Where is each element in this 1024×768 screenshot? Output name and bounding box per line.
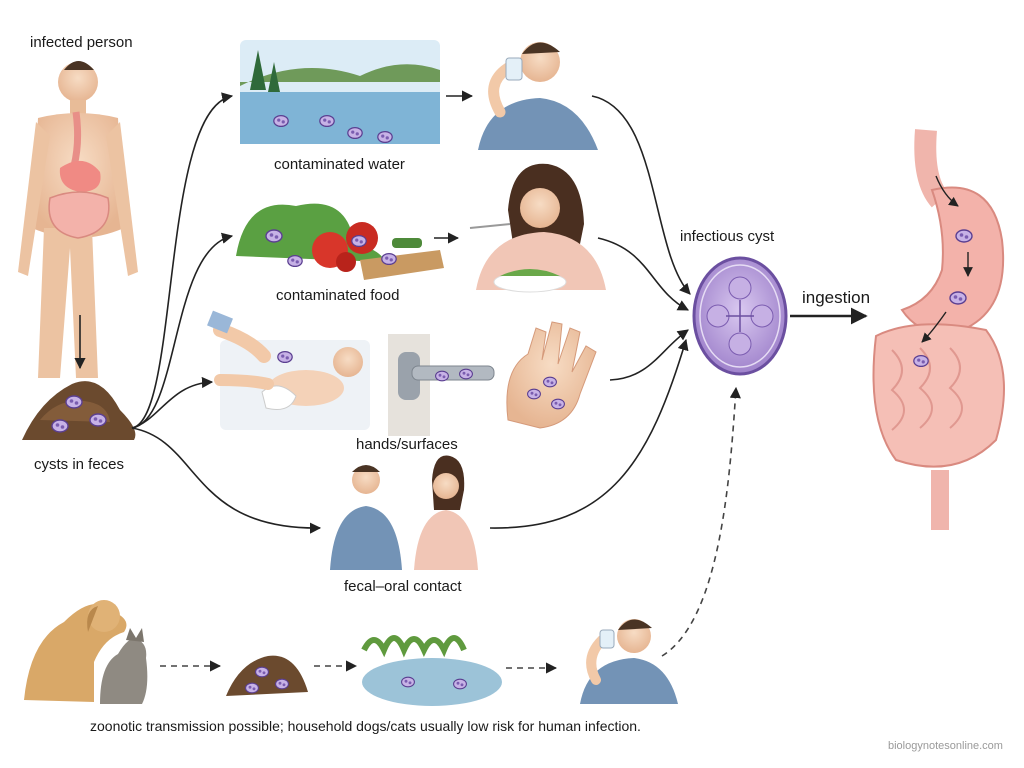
feces-pile-icon (22, 381, 136, 440)
contaminated-food-label: contaminated food (276, 287, 400, 304)
puddle-icon (361, 635, 502, 706)
couple-icon (330, 455, 478, 570)
feces-pile-icon (226, 655, 308, 696)
infectious-cyst-icon (692, 256, 788, 376)
infectious-cyst-label: infectious cyst (680, 228, 775, 245)
ingestion-label: ingestion (802, 288, 871, 307)
person-figure-icon (18, 61, 138, 378)
infected-person-label: infected person (30, 34, 133, 51)
watermark: biologynotesonline.com (888, 740, 1003, 752)
fecal-oral-contact-label: fecal–oral contact (344, 578, 462, 595)
water-scene-icon (240, 40, 440, 144)
hand-icon (506, 321, 597, 429)
zoonotic-note: zoonotic transmission possible; househol… (90, 718, 641, 734)
cysts-in-feces-label: cysts in feces (34, 456, 125, 473)
contaminated-water-label: contaminated water (274, 156, 405, 173)
drinking-man-icon (478, 42, 598, 150)
drinking-man-icon (580, 619, 678, 704)
dog-cat-icon (24, 600, 148, 704)
eating-woman-icon (469, 163, 606, 293)
diaper-change-icon (207, 310, 370, 430)
digestive-tract-icon (872, 129, 1005, 530)
vegetables-icon (236, 203, 444, 280)
door-handle-icon (388, 334, 495, 436)
hands-surfaces-label: hands/surfaces (356, 436, 458, 453)
